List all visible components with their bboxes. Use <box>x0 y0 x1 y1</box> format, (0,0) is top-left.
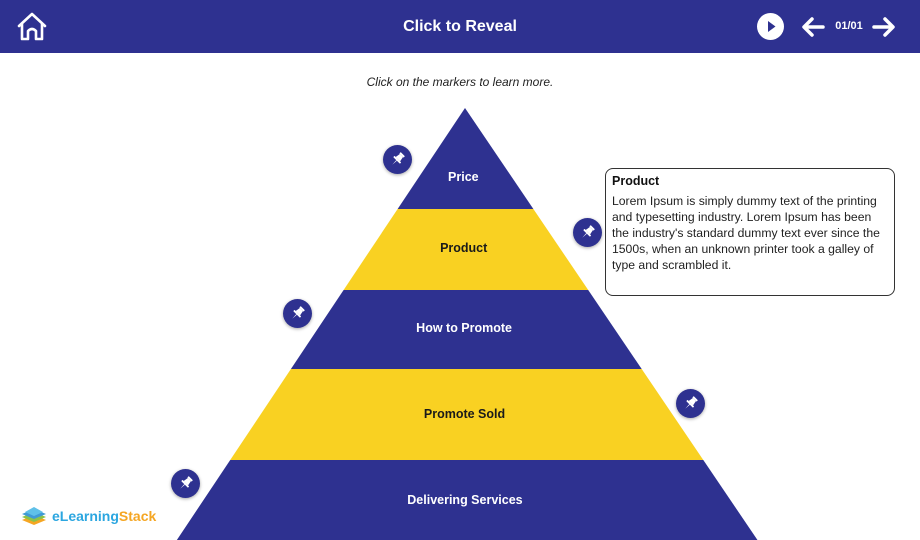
pyramid-level-label: Promote Sold <box>423 407 506 421</box>
pyramid-level-label: How to Promote <box>416 321 513 335</box>
callout-body: Lorem Ipsum is simply dummy text of the … <box>612 194 880 272</box>
stack-logo-icon <box>22 507 46 525</box>
marker-price[interactable] <box>383 145 412 174</box>
callout-title: Product <box>612 174 660 188</box>
page-counter: 01/01 <box>835 20 863 32</box>
logo-text-part2: Stack <box>118 508 157 524</box>
next-button[interactable] <box>871 15 897 39</box>
pyramid-level-2 <box>343 209 589 290</box>
pyramid-level-4 <box>230 369 704 460</box>
pyramid-level-1 <box>397 108 534 209</box>
pushpin-icon <box>392 152 405 165</box>
instruction-text: Click on the markers to learn more. <box>366 75 554 89</box>
marker-delivering-services[interactable] <box>171 469 200 498</box>
pushpin-icon <box>292 306 305 319</box>
info-callout: Product Lorem Ipsum is simply dummy text… <box>605 168 895 296</box>
previous-button[interactable] <box>800 15 826 39</box>
home-button[interactable] <box>16 12 48 42</box>
arrow-right-icon <box>872 17 895 37</box>
play-button[interactable] <box>757 13 784 40</box>
arrow-left-icon <box>802 17 825 37</box>
marker-product[interactable] <box>573 218 602 247</box>
pushpin-icon <box>685 396 698 409</box>
home-icon <box>17 12 47 41</box>
brand-logo: eLearningStack <box>20 504 156 528</box>
pushpin-icon <box>180 476 193 489</box>
pyramid-level-5 <box>176 460 758 540</box>
pushpin-icon <box>582 225 595 238</box>
pyramid-level-label: Price <box>448 170 479 184</box>
pyramid-level-label: Product <box>440 241 488 255</box>
pyramid-level-3 <box>290 290 642 369</box>
pyramid-level-label: Delivering Services <box>407 493 523 507</box>
marker-how-to-promote[interactable] <box>283 299 312 328</box>
marker-promote-sold[interactable] <box>676 389 705 418</box>
logo-text-part1: eLearning <box>52 508 119 524</box>
play-icon <box>768 21 776 32</box>
